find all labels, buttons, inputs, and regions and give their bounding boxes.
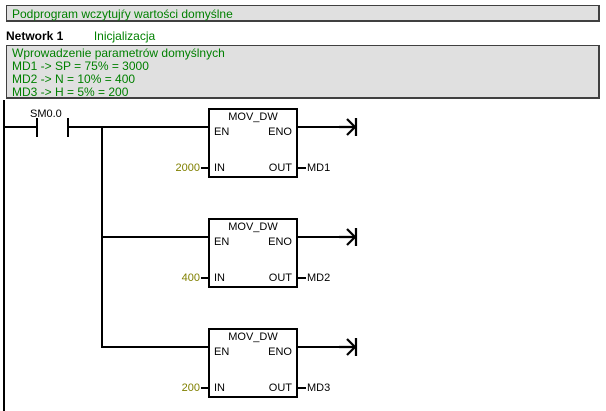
pin-stub-in-3 — [201, 387, 209, 389]
comment-line: MD2 -> N = 10% = 400 — [12, 72, 136, 86]
wire-contact-to-branch — [67, 126, 103, 128]
pin-in: IN — [214, 162, 225, 174]
wire-branch-to-block-3 — [101, 346, 210, 348]
output-operand-1[interactable]: MD1 — [307, 162, 331, 174]
jump-continuation-icon-2 — [339, 228, 358, 246]
output-operand-2[interactable]: MD2 — [307, 272, 331, 284]
pin-in: IN — [214, 272, 225, 284]
input-value-1[interactable]: 2000 — [175, 162, 200, 174]
pin-stub-in-1 — [201, 167, 209, 169]
wire-eno-to-jump-3 — [298, 346, 342, 348]
comment-line: MD3 -> H = 5% = 200 — [12, 85, 129, 99]
pin-en: EN — [214, 236, 230, 248]
wire-eno-to-jump-1 — [298, 126, 342, 128]
jump-continuation-icon-1 — [339, 118, 358, 136]
network-label: Network 1 — [6, 29, 64, 43]
wire-eno-to-jump-2 — [298, 236, 342, 238]
ladder-diagram-canvas[interactable]: SM0.0 MOV_DW EN ENO IN OUT 2000 MD1 MOV_… — [0, 100, 606, 411]
output-operand-3[interactable]: MD3 — [307, 382, 331, 394]
pin-en: EN — [214, 126, 230, 138]
pou-title-bar: Podprogram wczytujŕy wartości domyślne — [6, 5, 600, 22]
pin-out: OUT — [268, 382, 292, 394]
input-value-3[interactable]: 200 — [181, 382, 200, 394]
pin-out: OUT — [268, 162, 292, 174]
pin-stub-out-2 — [298, 277, 306, 279]
pin-in: IN — [214, 382, 225, 394]
power-rail-left — [3, 100, 5, 411]
pin-en: EN — [214, 346, 230, 358]
pin-eno: ENO — [268, 236, 292, 248]
pin-out: OUT — [268, 272, 292, 284]
function-block-mov-dw-3[interactable]: MOV_DW EN ENO IN OUT — [208, 328, 298, 398]
comment-line: Wprowadzenie parametrów domyślnych — [12, 46, 225, 60]
function-block-name: MOV_DW — [228, 221, 278, 233]
network-comment-box[interactable]: Wprowadzenie parametrów domyślnych MD1 -… — [6, 45, 600, 99]
wire-branch-to-block-2 — [101, 236, 210, 238]
network-header: Network 1 Inicjalizacja — [6, 27, 155, 44]
jump-continuation-icon-3 — [339, 338, 358, 356]
input-value-2[interactable]: 400 — [181, 272, 200, 284]
network-comment: Inicjalizacja — [93, 29, 156, 43]
pin-stub-in-2 — [201, 277, 209, 279]
pin-stub-out-3 — [298, 387, 306, 389]
wire-branch-to-block-1 — [101, 126, 210, 128]
function-block-mov-dw-1[interactable]: MOV_DW EN ENO IN OUT — [208, 108, 298, 178]
wire-rail-to-contact — [3, 126, 37, 128]
pin-eno: ENO — [268, 346, 292, 358]
contact-bar-left — [36, 118, 38, 137]
pin-stub-out-1 — [298, 167, 306, 169]
function-block-name: MOV_DW — [228, 331, 278, 343]
contact-label-sm00: SM0.0 — [30, 108, 62, 120]
pou-title-text: Podprogram wczytujŕy wartości domyślne — [12, 7, 233, 21]
pin-eno: ENO — [268, 126, 292, 138]
function-block-mov-dw-2[interactable]: MOV_DW EN ENO IN OUT — [208, 218, 298, 288]
comment-line: MD1 -> SP = 75% = 3000 — [12, 59, 149, 73]
function-block-name: MOV_DW — [228, 111, 278, 123]
